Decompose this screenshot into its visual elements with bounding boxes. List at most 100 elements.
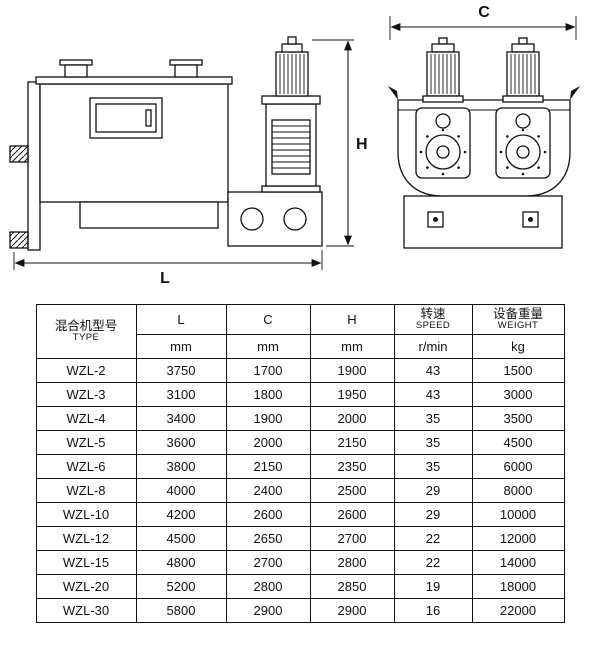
cell-H: 1950: [309, 382, 395, 408]
cell-C: 2600: [225, 502, 311, 528]
cell-C: 2400: [225, 478, 311, 504]
header-L: L: [135, 303, 227, 336]
cell-weight: 10000: [471, 502, 565, 528]
cell-H: 2850: [309, 574, 395, 600]
cell-weight: 3000: [471, 382, 565, 408]
cell-L: 3600: [135, 430, 227, 456]
cell-H: 2700: [309, 526, 395, 552]
cell-H: 2000: [309, 406, 395, 432]
cell-H: 2800: [309, 550, 395, 576]
header-weight-cn: 设备重量: [492, 307, 543, 321]
cell-type: WZL-12: [35, 526, 137, 552]
header-type-cn: 混合机型号: [54, 319, 118, 333]
cell-L: 5200: [135, 574, 227, 600]
header-H: H: [309, 303, 395, 336]
cell-speed: 35: [393, 454, 473, 480]
cell-C: 2650: [225, 526, 311, 552]
unit-weight: kg: [471, 334, 565, 360]
gear-housing-left: [415, 107, 471, 179]
cell-type: WZL-3: [35, 382, 137, 408]
cell-C: 2000: [225, 430, 311, 456]
cell-C: 2800: [225, 574, 311, 600]
dim-H-label: H: [356, 136, 368, 153]
cell-C: 1700: [225, 358, 311, 384]
end-view: [388, 37, 580, 249]
cell-speed: 35: [393, 406, 473, 432]
unit-H: mm: [309, 334, 395, 360]
header-type-en: TYPE: [72, 332, 100, 344]
cell-weight: 4500: [471, 430, 565, 456]
unit-speed: r/min: [393, 334, 473, 360]
dim-C-label: C: [478, 4, 490, 21]
cell-C: 2700: [225, 550, 311, 576]
header-speed-en: SPEED: [415, 320, 451, 332]
drive-stand: [227, 191, 323, 247]
dim-H: H: [312, 39, 368, 247]
spec-table-head: 混合机型号 TYPE L C H 转速 SPEED 设备重量 WEIGHT mm…: [35, 303, 565, 360]
header-weight: 设备重量 WEIGHT: [471, 303, 565, 336]
cell-weight: 3500: [471, 406, 565, 432]
motor-end-right-icon: [502, 37, 544, 103]
inlet-ports: [59, 59, 203, 78]
cell-L: 3750: [135, 358, 227, 384]
cell-weight: 6000: [471, 454, 565, 480]
cell-speed: 29: [393, 478, 473, 504]
header-speed: 转速 SPEED: [393, 303, 473, 336]
cell-type: WZL-20: [35, 574, 137, 600]
dim-L-label: L: [160, 270, 170, 287]
gear-housing-right: [495, 107, 551, 179]
cell-C: 1900: [225, 406, 311, 432]
cell-H: 2600: [309, 502, 395, 528]
cell-L: 3400: [135, 406, 227, 432]
side-view: [9, 36, 323, 251]
cell-L: 4500: [135, 526, 227, 552]
cell-type: WZL-30: [35, 598, 137, 624]
cell-speed: 22: [393, 526, 473, 552]
cell-speed: 43: [393, 382, 473, 408]
header-weight-en: WEIGHT: [497, 320, 539, 332]
cell-L: 3100: [135, 382, 227, 408]
cell-speed: 43: [393, 358, 473, 384]
cell-type: WZL-10: [35, 502, 137, 528]
machine-base: [403, 195, 563, 249]
access-door: [89, 97, 163, 139]
cell-C: 1800: [225, 382, 311, 408]
mixer-drawing-svg: H L: [9, 4, 580, 287]
dim-C: C: [389, 4, 577, 40]
cell-speed: 16: [393, 598, 473, 624]
anchor-hatch-bottom: [9, 231, 29, 249]
gearbox: [261, 95, 321, 193]
anchor-hatch-top: [9, 145, 29, 163]
cell-L: 4200: [135, 502, 227, 528]
cell-type: WZL-15: [35, 550, 137, 576]
header-speed-cn: 转速: [420, 307, 446, 321]
cell-speed: 29: [393, 502, 473, 528]
cell-H: 2500: [309, 478, 395, 504]
discharge-trough: [79, 201, 219, 229]
cell-H: 2350: [309, 454, 395, 480]
cell-speed: 22: [393, 550, 473, 576]
cell-H: 2150: [309, 430, 395, 456]
cell-type: WZL-8: [35, 478, 137, 504]
cell-weight: 1500: [471, 358, 565, 384]
unit-L: mm: [135, 334, 227, 360]
motor-end-left-icon: [422, 37, 464, 103]
cell-type: WZL-2: [35, 358, 137, 384]
cell-type: WZL-5: [35, 430, 137, 456]
header-type: 混合机型号 TYPE: [35, 303, 137, 360]
cell-weight: 22000: [471, 598, 565, 624]
cell-type: WZL-6: [35, 454, 137, 480]
technical-drawing: H L: [0, 0, 600, 296]
